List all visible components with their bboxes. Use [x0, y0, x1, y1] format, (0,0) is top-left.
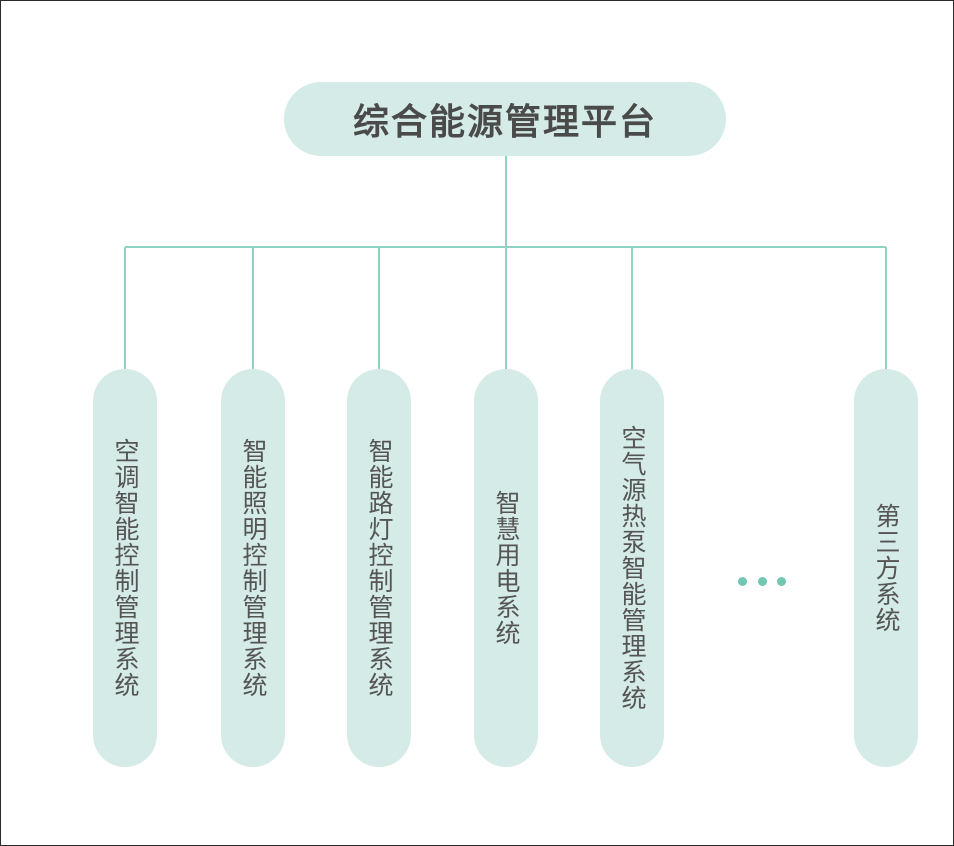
child-node-label: 智能照明控制管理系统 [239, 438, 268, 698]
child-node-third-party: 第三方系统 [854, 369, 918, 767]
child-node-label: 第三方系统 [872, 503, 901, 633]
root-node-label: 综合能源管理平台 [352, 102, 657, 143]
child-node-label: 智慧用电系统 [492, 490, 521, 646]
child-node-label: 空气源热泵智能管理系统 [618, 425, 647, 711]
child-node-heat-pump: 空气源热泵智能管理系统 [600, 369, 664, 767]
child-node-hvac: 空调智能控制管理系统 [93, 369, 157, 767]
ellipsis-dot [777, 576, 786, 586]
root-node: 综合能源管理平台 [284, 82, 726, 156]
ellipsis-dot [757, 576, 767, 586]
child-node-label: 空调智能控制管理系统 [111, 438, 140, 698]
child-node-smart-power: 智慧用电系统 [474, 369, 538, 767]
ellipsis-dot [738, 576, 747, 586]
ellipsis-more-icon [738, 574, 786, 588]
child-node-label: 智能路灯控制管理系统 [365, 438, 394, 698]
child-node-lighting: 智能照明控制管理系统 [221, 369, 285, 767]
child-node-streetlight: 智能路灯控制管理系统 [347, 369, 411, 767]
